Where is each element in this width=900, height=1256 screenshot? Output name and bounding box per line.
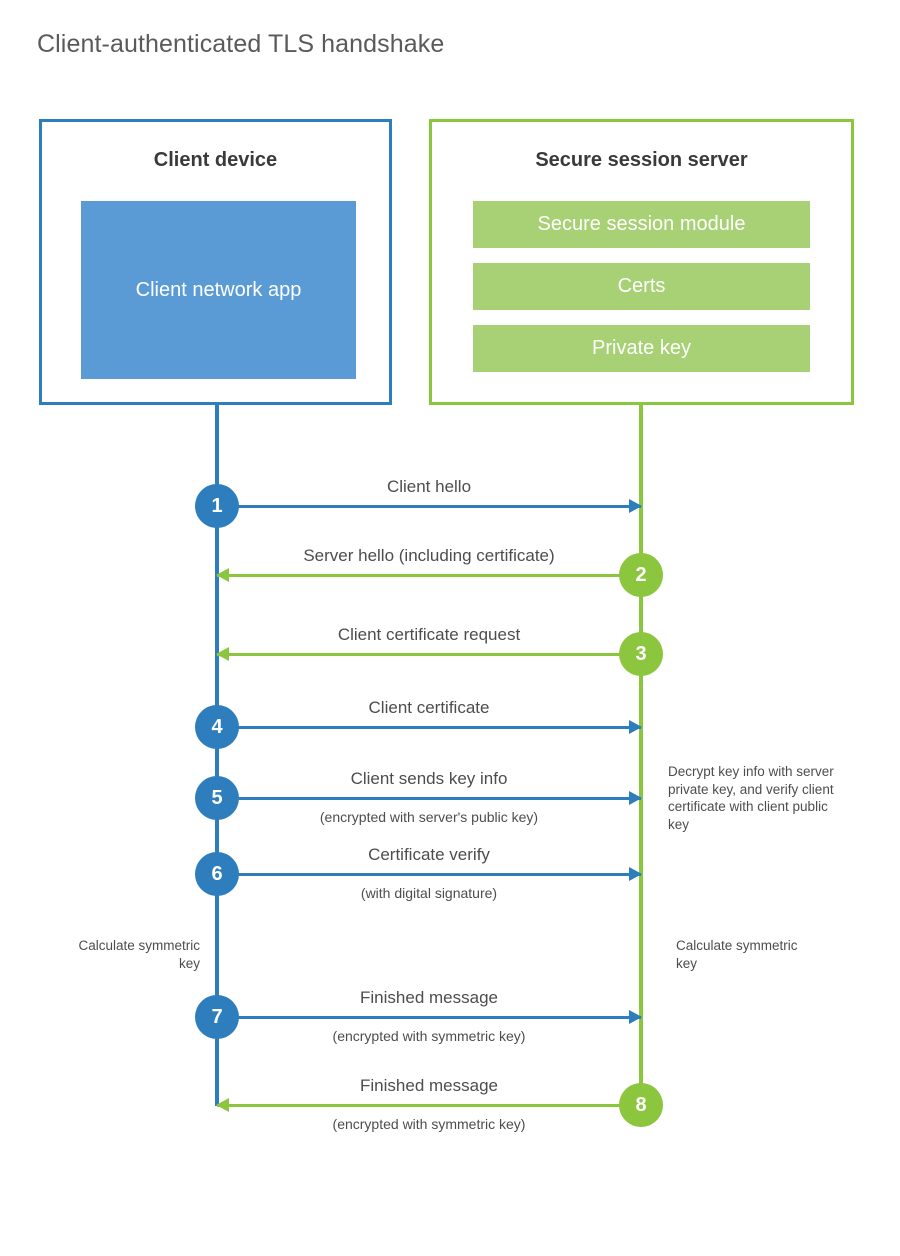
message-sublabel-6: (with digital signature): [360, 885, 498, 901]
message-arrow-4: [217, 720, 642, 734]
message-arrow-5: [217, 791, 642, 805]
step-circle-2[interactable]: 2: [619, 553, 663, 597]
note-server-decrypt: Decrypt key info with server private key…: [668, 764, 834, 832]
server-lifeline: [639, 404, 643, 1106]
message-label-3: Client certificate request: [337, 625, 521, 644]
note-server-calculate-symmetric-key: Calculate symmetric key: [676, 938, 798, 971]
client-device-title: Client device: [153, 149, 278, 171]
arrow-head-left-icon: [216, 647, 229, 661]
step-circle-4[interactable]: 4: [195, 705, 239, 749]
step-circle-5[interactable]: 5: [195, 776, 239, 820]
message-label-5: Client sends key info: [350, 769, 508, 788]
message-label-6: Certificate verify: [368, 845, 490, 864]
step-circle-6[interactable]: 6: [195, 852, 239, 896]
arrow-head-right-icon: [629, 791, 642, 805]
arrow-head-right-icon: [629, 499, 642, 513]
message-arrow-1: [217, 499, 642, 513]
arrow-head-left-icon: [216, 1098, 229, 1112]
message-arrow-6: [217, 867, 642, 881]
server-block-certs: Certs: [473, 263, 810, 310]
message-label-1: Client hello: [386, 477, 472, 496]
message-sublabel-8: (encrypted with symmetric key): [332, 1116, 526, 1132]
client-device-box: Client device Client network app: [39, 119, 392, 405]
message-arrow-8: [216, 1098, 641, 1112]
message-label-8: Finished message: [360, 1076, 498, 1095]
message-label-7: Finished message: [360, 988, 498, 1007]
step-circle-7[interactable]: 7: [195, 995, 239, 1039]
client-lifeline: [215, 404, 219, 1106]
step-circle-3[interactable]: 3: [619, 632, 663, 676]
server-block-private-key: Private key: [473, 325, 810, 372]
arrow-head-left-icon: [216, 568, 229, 582]
server-block-secure-session-module: Secure session module: [473, 201, 810, 248]
page-title: Client-authenticated TLS handshake: [37, 30, 445, 58]
message-label-2: Server hello (including certificate): [303, 546, 555, 565]
message-sublabel-5: (encrypted with server's public key): [319, 809, 539, 825]
message-label-4: Client certificate: [368, 698, 490, 717]
message-sublabel-7: (encrypted with symmetric key): [332, 1028, 526, 1044]
note-client-calculate-symmetric-key: Calculate symmetric key: [78, 938, 200, 971]
message-arrow-7: [217, 1010, 642, 1024]
step-circle-1[interactable]: 1: [195, 484, 239, 528]
secure-session-server-box: Secure session server Secure session mod…: [429, 119, 854, 405]
arrow-head-right-icon: [629, 720, 642, 734]
message-arrow-2: [216, 568, 641, 582]
client-network-app-block: Client network app: [81, 201, 356, 379]
arrow-head-right-icon: [629, 867, 642, 881]
message-arrow-3: [216, 647, 641, 661]
secure-session-server-title: Secure session server: [535, 149, 748, 171]
step-circle-8[interactable]: 8: [619, 1083, 663, 1127]
arrow-head-right-icon: [629, 1010, 642, 1024]
